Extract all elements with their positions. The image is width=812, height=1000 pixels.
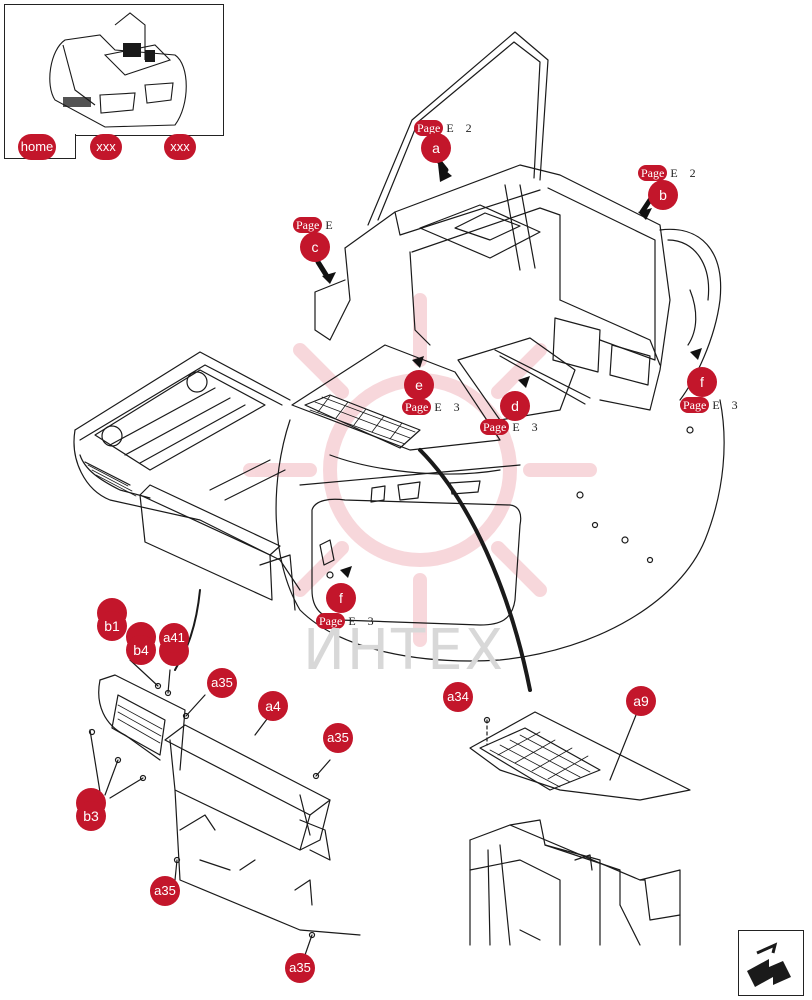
callout-a[interactable]: a: [421, 133, 451, 163]
excavator-thumbnail-icon: [49, 12, 187, 128]
page-ref-a-badge[interactable]: Page: [414, 120, 444, 136]
page-ref-e-text: E 3: [431, 400, 460, 414]
nav-tab-2[interactable]: xxx: [90, 134, 122, 160]
page-ref-d[interactable]: Page E 3: [480, 419, 538, 435]
page-ref-f2[interactable]: Page E 3: [316, 613, 374, 629]
callout-a34[interactable]: a34: [443, 682, 473, 712]
callout-a35-top[interactable]: a35: [207, 668, 237, 698]
callout-b3[interactable]: b3: [76, 801, 106, 831]
callout-f-left[interactable]: f: [326, 583, 356, 613]
page-ref-a-text: E 2: [443, 121, 472, 135]
callout-b1[interactable]: b1: [97, 611, 127, 641]
nav-tab-3[interactable]: xxx: [164, 134, 196, 160]
page-ref-c-badge[interactable]: Page: [293, 217, 323, 233]
page-ref-f1-badge[interactable]: Page: [680, 397, 710, 413]
callout-c[interactable]: c: [300, 232, 330, 262]
page-ref-b-badge[interactable]: Page: [638, 165, 668, 181]
page-ref-b-text: E 2: [667, 166, 696, 180]
page-ref-d-badge[interactable]: Page: [480, 419, 510, 435]
callout-b4[interactable]: b4: [126, 635, 156, 665]
page-ref-b[interactable]: Page E 2: [638, 165, 696, 181]
page-ref-f1-text: E 3: [709, 398, 738, 412]
page-ref-c[interactable]: Page E: [293, 217, 333, 233]
callout-b[interactable]: b: [648, 180, 678, 210]
callout-a4[interactable]: a4: [258, 691, 288, 721]
callout-f-right[interactable]: f: [687, 367, 717, 397]
page-ref-f2-text: E 3: [345, 614, 374, 628]
callout-a9[interactable]: a9: [626, 686, 656, 716]
return-button[interactable]: [738, 930, 804, 996]
page-ref-f1[interactable]: Page E 3: [680, 397, 738, 413]
page-ref-c-text: E: [322, 218, 333, 232]
callout-a41[interactable]: a41: [159, 623, 189, 653]
home-tab[interactable]: home: [18, 134, 56, 160]
callout-a35-bottom[interactable]: a35: [150, 876, 180, 906]
callout-d[interactable]: d: [500, 391, 530, 421]
watermark-text: ИНТЕХ: [303, 618, 505, 683]
page-ref-a[interactable]: Page E 2: [414, 120, 472, 136]
watermark-gear: [243, 293, 597, 647]
callout-a35-lowest[interactable]: a35: [285, 953, 315, 983]
callout-e[interactable]: e: [404, 370, 434, 400]
page-ref-e[interactable]: Page E 3: [402, 399, 460, 415]
thumbnail-inset[interactable]: [4, 4, 224, 136]
callout-a35-right[interactable]: a35: [323, 723, 353, 753]
page-ref-d-text: E 3: [509, 420, 538, 434]
page-ref-e-badge[interactable]: Page: [402, 399, 432, 415]
return-arrow-icon: [747, 942, 791, 987]
page-ref-f2-badge[interactable]: Page: [316, 613, 346, 629]
